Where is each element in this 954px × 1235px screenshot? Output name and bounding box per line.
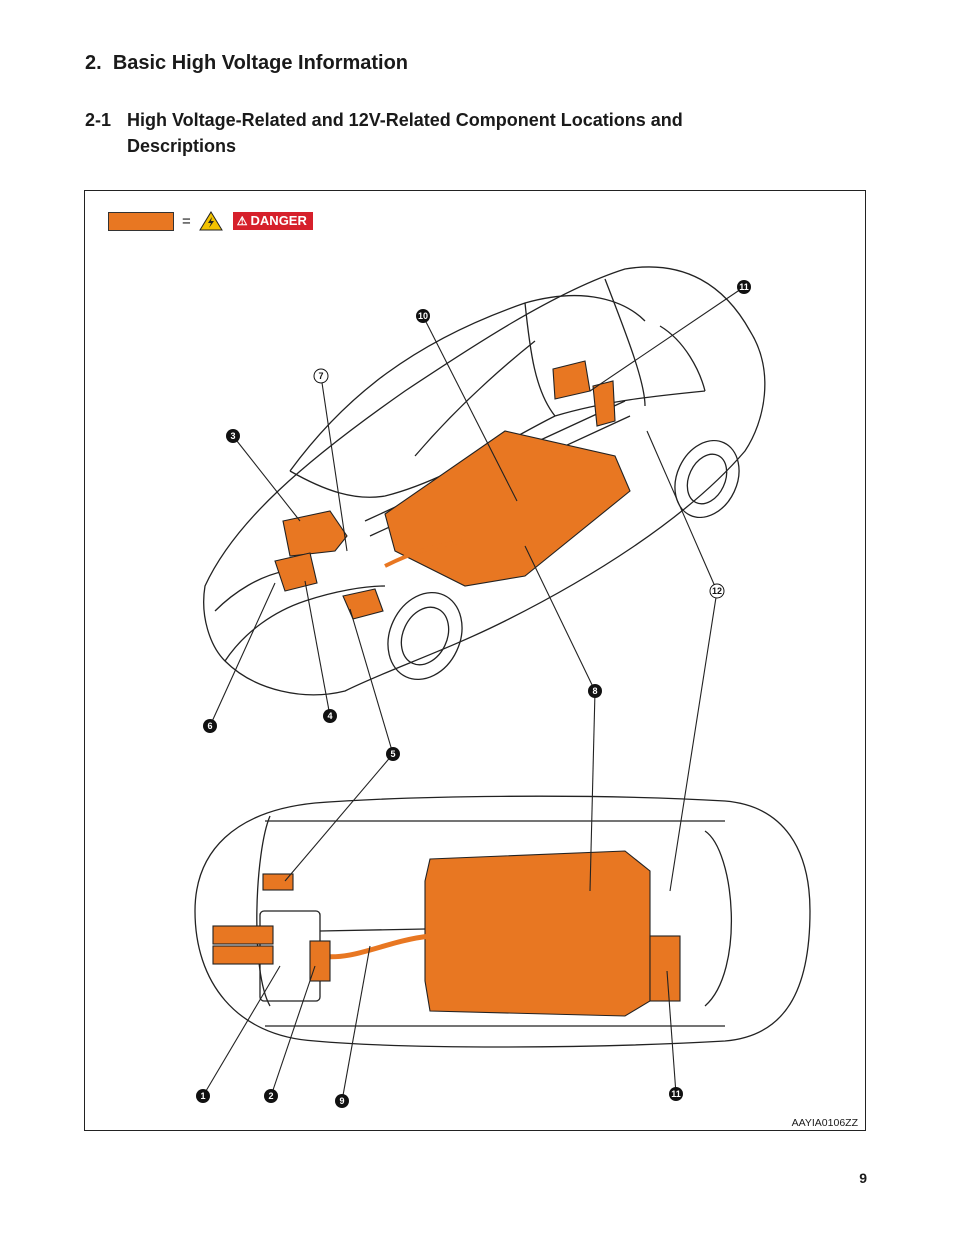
figure-code: AAYIA0106ZZ — [791, 1117, 858, 1129]
section-heading: 2. Basic High Voltage Information — [85, 52, 408, 75]
subsection-number: 2-1 — [85, 110, 112, 130]
vehicle-illustration: 1 2 3 4 5 6 7 8 9 10 11 11 12 — [194, 266, 811, 1108]
svg-text:8: 8 — [592, 686, 597, 696]
component-location-figure: 1 2 3 4 5 6 7 8 9 10 11 11 12 — [84, 190, 866, 1131]
svg-text:2: 2 — [268, 1091, 273, 1101]
subsection-title-line2: Descriptions — [127, 136, 237, 156]
callout-4: 4 — [323, 709, 337, 723]
callout-12: 12 — [709, 583, 725, 599]
callout-3: 3 — [226, 429, 240, 443]
svg-text:10: 10 — [418, 311, 428, 321]
svg-text:11: 11 — [671, 1089, 681, 1099]
svg-text:9: 9 — [339, 1096, 344, 1106]
callout-1: 1 — [196, 1089, 210, 1103]
callout-9: 9 — [335, 1094, 349, 1108]
page-number: 9 — [859, 1170, 867, 1186]
svg-text:3: 3 — [230, 431, 235, 441]
danger-label: ⚠ DANGER — [232, 212, 313, 230]
high-voltage-color-swatch — [108, 211, 174, 231]
callout-2: 2 — [264, 1089, 278, 1103]
callout-11-bottom: 11 — [669, 1087, 683, 1101]
callout-11-top: 11 — [737, 280, 751, 294]
svg-text:6: 6 — [207, 721, 212, 731]
warning-triangle-icon: ⚠ — [236, 214, 248, 228]
callout-8: 8 — [588, 684, 602, 698]
section-number: 2. — [85, 52, 102, 74]
svg-text:4: 4 — [327, 711, 332, 721]
callout-7: 7 — [313, 368, 329, 384]
svg-text:11: 11 — [739, 282, 749, 292]
danger-text: DANGER — [250, 213, 307, 228]
svg-text:5: 5 — [390, 749, 395, 759]
svg-text:1: 1 — [200, 1091, 205, 1101]
svg-text:12: 12 — [712, 586, 722, 596]
subsection-title-line1: High Voltage-Related and 12V-Related Com… — [127, 110, 683, 130]
callout-10: 10 — [416, 309, 430, 323]
section-title: Basic High Voltage Information — [112, 52, 409, 74]
legend-equals: = — [182, 212, 191, 230]
callout-5: 5 — [386, 747, 400, 761]
legend: = ⚠ DANGER — [108, 211, 313, 231]
svg-text:7: 7 — [318, 371, 323, 381]
subsection-heading: 2-1 High Voltage-Related and 12V-Related … — [85, 107, 683, 159]
callout-6: 6 — [203, 719, 217, 733]
high-voltage-warning-icon — [198, 211, 223, 231]
